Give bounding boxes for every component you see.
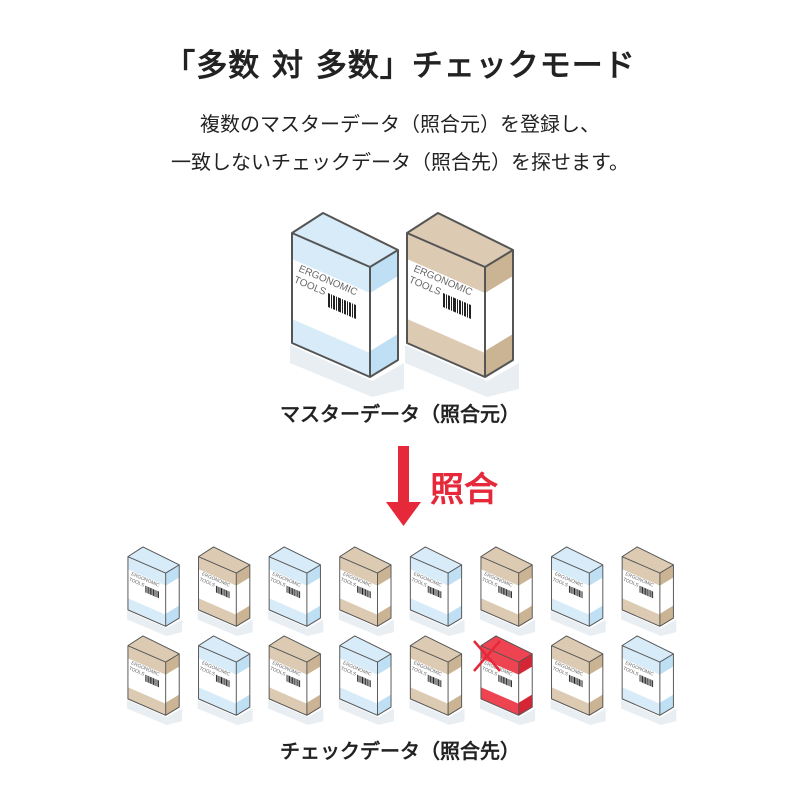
box-print-line2: TOOLS [269,666,286,678]
master-box-blue [289,212,405,398]
subtitle-line-1: 複数のマスターデータ（照合元）を登録し、 [200,112,600,136]
x-mark-icon [473,640,501,672]
box-print-line2: TOOLS [551,666,568,678]
check-box-tan [126,635,183,726]
box-print-line2: TOOLS [481,666,498,678]
check-box-blue [408,546,466,637]
mismatch-box [479,635,536,726]
check-box-tan [408,635,466,726]
check-box-blue [267,546,324,637]
box-print-line2: TOOLS [198,577,215,589]
check-box-tan [338,546,395,637]
box-print-line2: TOOLS [128,577,145,589]
box-print-line2: TOOLS [269,577,286,589]
box-print-line2: TOOLS [410,577,427,589]
box-print-line2: TOOLS [622,666,639,678]
check-box-tan [620,546,677,637]
subtitle-line-2: 一致しないチェックデータ（照合先）を探せます。 [171,150,629,174]
master-data-label: マスターデータ（照合元） [280,402,520,426]
box-print-line2: TOOLS [551,577,568,589]
box-print-line2: TOOLS [622,577,639,589]
box-print-line2: TOOLS [481,577,498,589]
box-print-line2: TOOLS [128,666,145,678]
check-box-blue [197,635,254,726]
check-box-tan [197,546,254,637]
check-box-tan [550,635,607,726]
box-print-line2: TOOLS [410,666,427,678]
check-box-blue [126,546,183,637]
box-print-line2: TOOLS [340,577,357,589]
box-print-line2: TOOLS [340,666,357,678]
check-box-blue [550,546,607,637]
check-data-label: チェックデータ（照合先） [280,739,520,763]
check-box-tan [267,635,324,726]
check-box-tan [479,546,536,637]
check-box-blue [620,635,677,726]
box-print-line2: TOOLS [198,666,215,678]
match-label: 照合 [430,470,498,510]
page-title: 「多数 対 多数」チェックモード [164,48,636,84]
down-arrow-icon [386,446,421,526]
check-box-blue [338,635,395,726]
master-box-tan [404,212,520,398]
